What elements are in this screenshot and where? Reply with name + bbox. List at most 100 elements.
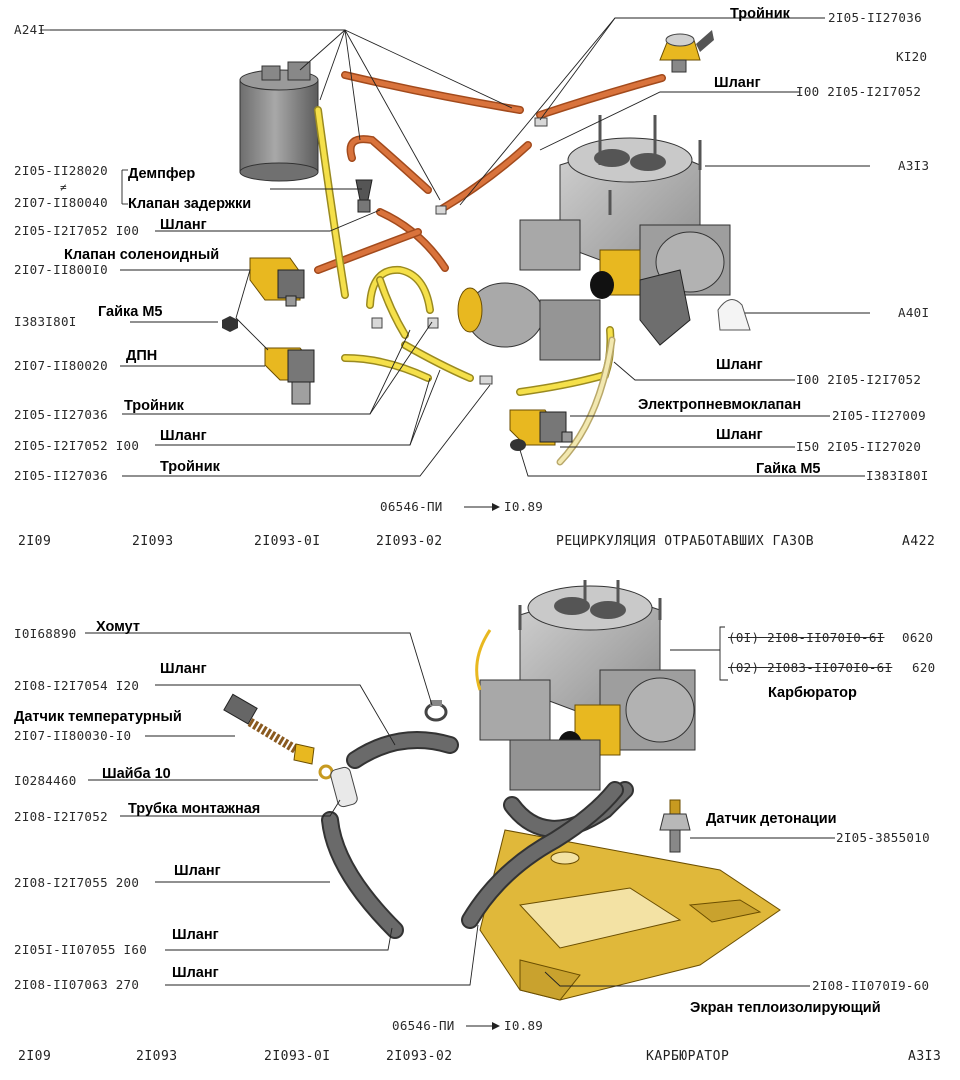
label-code: 2I08-I2I7052 [14, 809, 108, 824]
footer-model: 2I093-02 [386, 1049, 453, 1064]
canister-a241 [239, 61, 319, 182]
label-name: Трубка монтажная [128, 801, 261, 817]
label-name: Шланг [172, 965, 219, 981]
label-code: 2I05-I2I7052 I00 [14, 223, 140, 238]
washer-part [318, 764, 334, 780]
label-code: 2I07-II80040 [14, 195, 108, 210]
label-qty: 620 [912, 660, 936, 675]
electro-pneumatic-valve-part [509, 409, 573, 451]
yellow-hoses [314, 106, 616, 466]
label-code: 2I05-3855010 [836, 830, 930, 845]
label-code: (02) 2I083-II070I0-6I [728, 660, 893, 675]
heat-shield-part [479, 829, 781, 1001]
carburetor-bottom [475, 580, 696, 791]
footer-model: 2I093 [136, 1049, 178, 1064]
dpn-sensor-part [264, 347, 315, 405]
kit-note-left: 06546-ПИ [380, 499, 443, 514]
label-code: 2I08-I2I7055 200 [14, 875, 140, 890]
label-code: (0I) 2I08-II070I0-6I [728, 630, 885, 645]
label-name: Хомут [96, 619, 141, 635]
label-code: 2I08-II070I9-60 [812, 978, 930, 993]
footer-model: 2I093-0I [264, 1049, 331, 1064]
orange-hoses [314, 71, 666, 274]
label-name: Гайка М5 [98, 304, 163, 320]
gasket-a401 [717, 299, 751, 331]
footer-model: 2I093 [132, 534, 174, 549]
dark-hoses [321, 731, 634, 939]
label-code: KI20 [896, 49, 928, 64]
knock-sensor-part [659, 799, 691, 853]
label-code: 2I05I-II07055 I60 [14, 942, 148, 957]
carburetor-a313 [457, 115, 731, 361]
label-name: Демпфер [128, 166, 196, 182]
kit-arrow-top [464, 503, 500, 511]
label-name: Шланг [172, 927, 219, 943]
kit-note-left: 06546-ПИ [392, 1018, 455, 1033]
label-code: A40I [898, 305, 930, 320]
label-code: 2I05-II28020 [14, 163, 108, 178]
label-code: I383I80I [866, 468, 929, 483]
top-diagram [40, 17, 870, 511]
tee-top-right-part [659, 30, 714, 73]
top-leader-lines [40, 17, 870, 477]
label-name: Шланг [160, 217, 207, 233]
footer-section-title: РЕЦИРКУЛЯЦИЯ ОТРАБОТАВШИХ ГАЗОВ [556, 534, 815, 549]
footer-model: 2I09 [18, 534, 52, 549]
label-qty: 0620 [902, 630, 934, 645]
clamp-part [424, 700, 448, 722]
label-code: I0I68890 [14, 626, 77, 641]
label-name: ДПН [126, 348, 158, 364]
label-code: 2I05-II27036 [14, 468, 108, 483]
mounting-tube-part [330, 766, 358, 808]
label-code: 2I07-II80020 [14, 358, 108, 373]
label-name: Датчик детонации [706, 811, 837, 827]
label-name: Датчик температурный [14, 709, 182, 725]
label-code: I383I80I [14, 314, 77, 329]
footer-model: 2I093-02 [376, 534, 443, 549]
temperature-sensor-part [223, 693, 315, 765]
kit-note-right: I0.89 [504, 1018, 544, 1033]
label-name: Шайба 10 [102, 766, 171, 782]
label-name: Шланг [714, 75, 761, 91]
label-code: 2I08-II07063 270 [14, 977, 140, 992]
kit-note-right: I0.89 [504, 499, 544, 514]
footer-section-title: КАРБЮРАТОР [646, 1049, 730, 1064]
label-code: A24I [14, 22, 46, 37]
label-name: Шланг [716, 357, 763, 373]
bottom-diagram [85, 580, 835, 1030]
label-code: A3I3 [898, 158, 930, 173]
label-code: I00 2I05-I2I7052 [796, 372, 922, 387]
label-name: Шланг [716, 427, 763, 443]
solenoid-valve-part [249, 257, 305, 307]
label-code: I0284460 [14, 773, 77, 788]
label-code: 2I05-II27009 [832, 408, 926, 423]
label-code: I50 2I05-II27020 [796, 439, 922, 454]
label-name: Тройник [730, 6, 790, 22]
kit-arrow-bottom [466, 1022, 500, 1030]
nut-m5-part [222, 316, 238, 332]
label-name: Клапан задержки [128, 196, 252, 212]
label-name: Шланг [160, 428, 207, 444]
footer-page-number: A3I3 [908, 1049, 942, 1064]
label-name: Тройник [124, 398, 184, 414]
label-code: 2I08-I2I7054 I20 [14, 678, 140, 693]
footer-model: 2I09 [18, 1049, 52, 1064]
damper-part [355, 179, 373, 213]
label-name: Электропневмоклапан [638, 397, 802, 413]
label-code: 2I05-I2I7052 I00 [14, 438, 140, 453]
bottom-leader-lines [85, 626, 835, 987]
label-name: Экран теплоизолирующий [690, 1000, 881, 1016]
label-name: Карбюратор [768, 685, 857, 701]
tee-fittings [371, 117, 548, 385]
footer-page-number: A422 [902, 534, 936, 549]
alternative-mark: ≠ [60, 181, 67, 194]
label-name: Гайка М5 [756, 461, 821, 477]
label-code: 2I05-II27036 [14, 407, 108, 422]
label-name: Шланг [160, 661, 207, 677]
label-name: Тройник [160, 459, 220, 475]
label-name: Клапан соленоидный [64, 247, 220, 263]
label-code: 2I07-II800I0 [14, 262, 108, 277]
label-code: I00 2I05-I2I7052 [796, 84, 922, 99]
